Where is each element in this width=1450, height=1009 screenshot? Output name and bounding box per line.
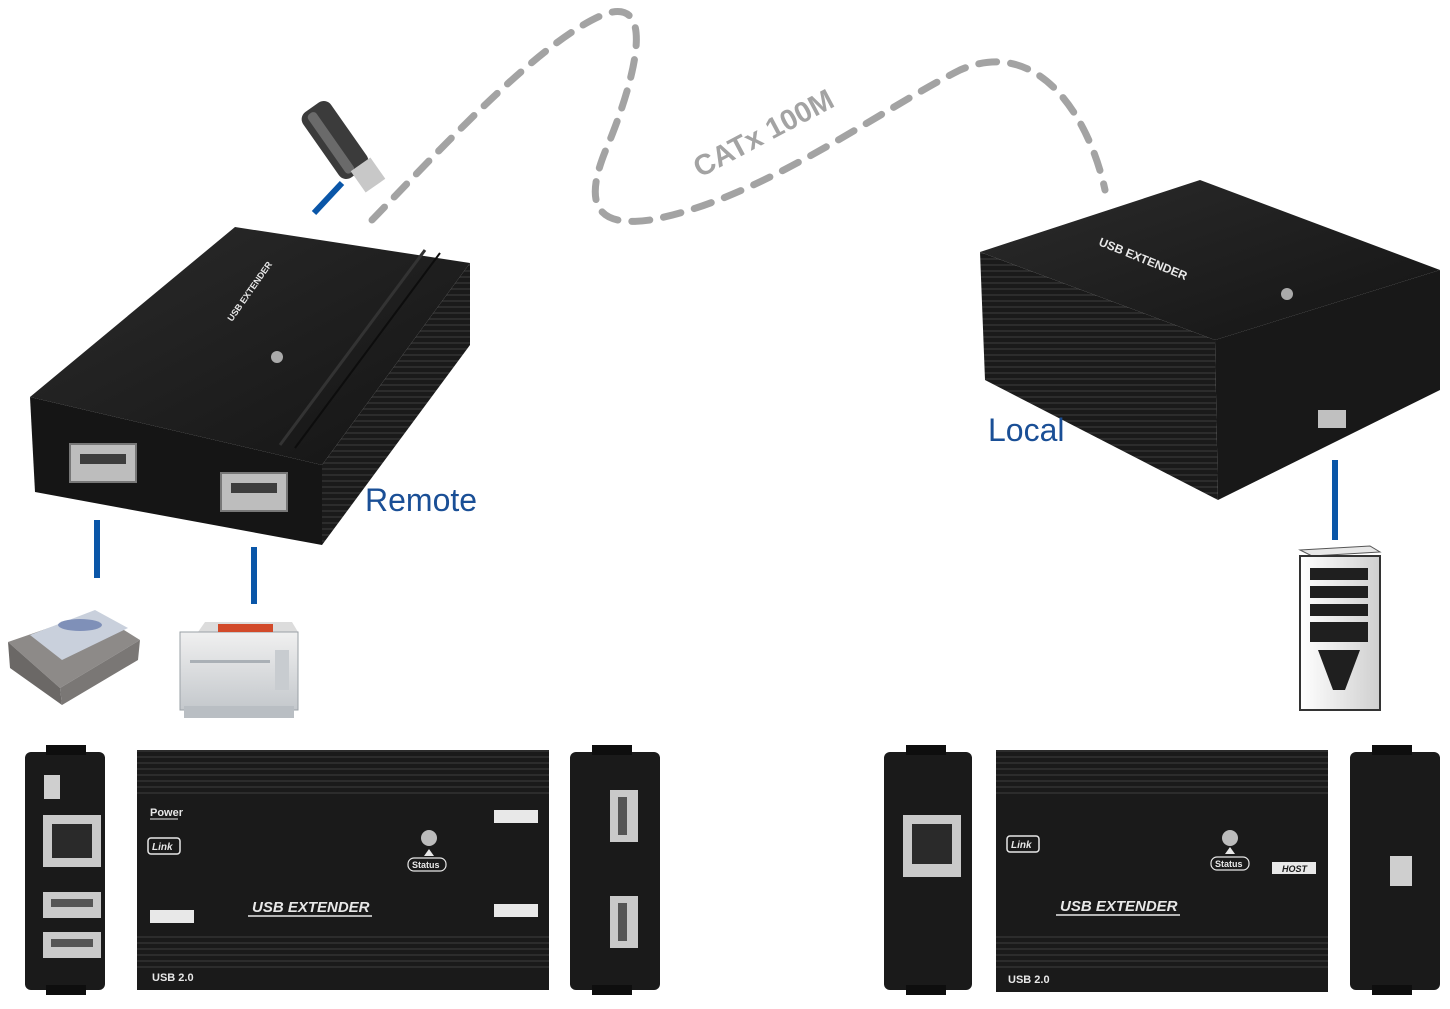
local-mini-usb-port (1390, 856, 1412, 886)
usb-symbol-icon (150, 910, 194, 923)
remote-status-led (421, 830, 437, 846)
scanner-icon (8, 610, 140, 705)
usb-flash-drive-icon (301, 101, 386, 193)
flash-drive-connector (311, 180, 345, 216)
remote-product-name: USB EXTENDER (252, 899, 370, 916)
local-unit: USB EXTENDER (980, 180, 1440, 500)
usb-symbol-icon (494, 810, 538, 823)
remote-left-panel (25, 745, 105, 995)
remote-right-panel (570, 745, 660, 995)
printer-icon (179, 622, 299, 718)
local-label: Local (988, 412, 1065, 448)
cable-label: CATx 100M (688, 84, 839, 185)
local-host-label: HOST (1282, 864, 1309, 874)
remote-mini-usb-port (44, 775, 60, 799)
local-status-led (1222, 830, 1238, 846)
remote-unit: USB EXTENDER (30, 227, 470, 545)
local-status-label: Status (1215, 859, 1243, 869)
local-usb-version: USB 2.0 (1008, 974, 1050, 986)
local-top-panel: Link Status HOST USB EXTENDER USB 2.0 (996, 750, 1328, 992)
local-left-panel (884, 745, 972, 995)
remote-power-label: Power (150, 807, 184, 819)
local-link-label: Link (1011, 840, 1032, 851)
remote-status-label: Status (412, 860, 440, 870)
usb-symbol-icon (494, 904, 538, 917)
remote-usb-version: USB 2.0 (152, 972, 194, 984)
catx-cable (368, 8, 1109, 225)
pc-tower-icon (1298, 545, 1382, 711)
local-right-panel (1350, 745, 1440, 995)
local-product-name: USB EXTENDER (1060, 898, 1178, 915)
remote-top-panel: Power Link Status USB EXTENDER USB 2.0 (137, 750, 549, 990)
remote-link-label: Link (152, 842, 173, 853)
remote-label: Remote (365, 482, 477, 518)
